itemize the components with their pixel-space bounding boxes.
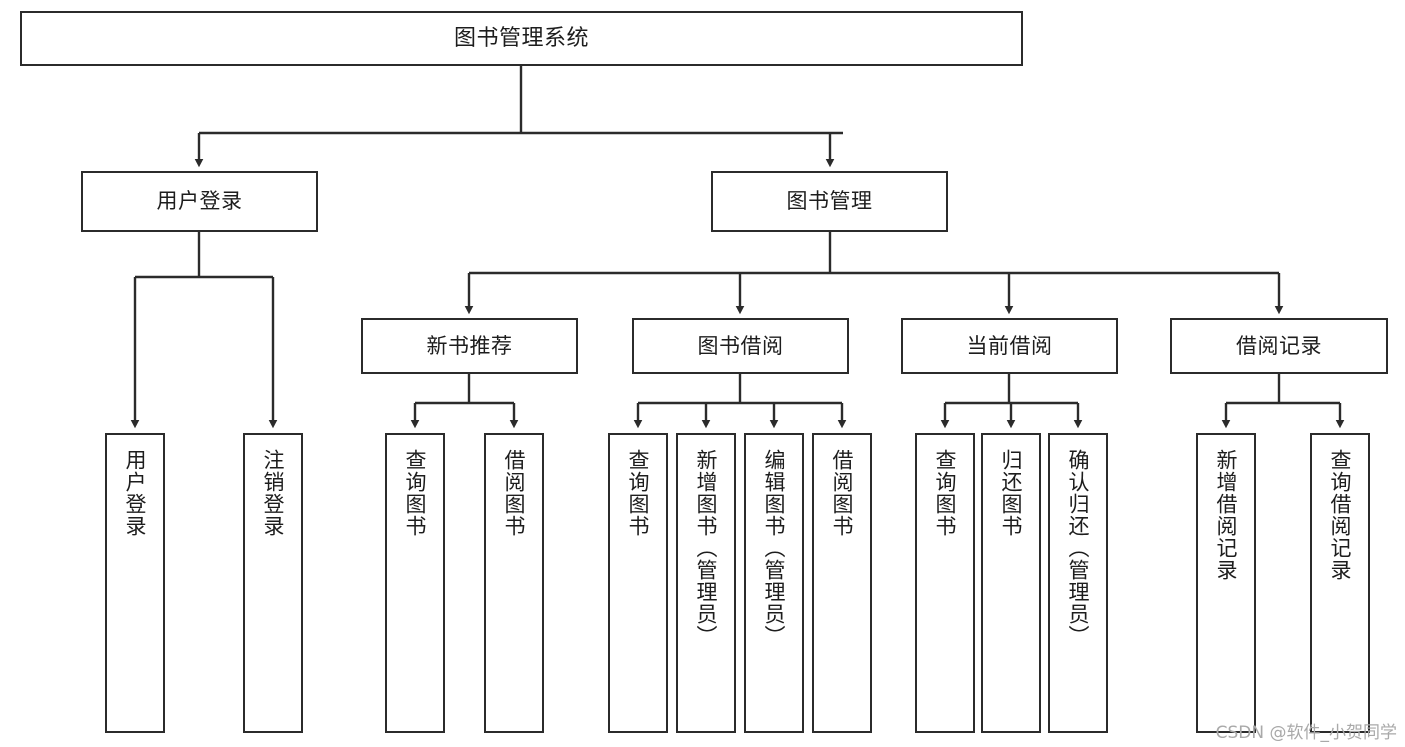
node-leaf-edit-book[interactable]: 编辑图书（管理员）: [744, 433, 804, 733]
node-leaf-query-book-current[interactable]: 查询图书: [915, 433, 975, 733]
node-leaf-return-book[interactable]: 归还图书: [981, 433, 1041, 733]
node-label: 新增借阅记录: [1214, 449, 1239, 581]
node-label: 查询图书: [626, 449, 651, 537]
node-book-borrowing[interactable]: 图书借阅: [632, 318, 849, 374]
node-label: 注销登录: [261, 449, 286, 537]
node-label: 查询图书: [933, 449, 958, 537]
node-leaf-user-login[interactable]: 用户登录: [105, 433, 165, 733]
node-label: 图书管理系统: [453, 25, 589, 51]
node-label: 借阅记录: [1236, 333, 1322, 358]
node-leaf-add-book[interactable]: 新增图书（管理员）: [676, 433, 736, 733]
node-leaf-query-borrow-record[interactable]: 查询借阅记录: [1310, 433, 1370, 733]
node-book-management[interactable]: 图书管理: [711, 171, 948, 232]
node-label: 当前借阅: [966, 333, 1053, 358]
node-leaf-query-book-borrowing[interactable]: 查询图书: [608, 433, 668, 733]
node-label: 图书借阅: [697, 333, 784, 358]
node-leaf-logout[interactable]: 注销登录: [243, 433, 303, 733]
node-leaf-add-borrow-record[interactable]: 新增借阅记录: [1196, 433, 1256, 733]
node-label: 查询图书: [403, 449, 428, 537]
node-root-book-management-system[interactable]: 图书管理系统: [20, 11, 1023, 66]
node-label: 编辑图书（管理员）: [762, 449, 787, 647]
node-label: 用户登录: [156, 189, 243, 214]
node-new-book-recommendation[interactable]: 新书推荐: [361, 318, 578, 374]
node-label: 用户登录: [123, 449, 148, 537]
node-borrowing-records[interactable]: 借阅记录: [1170, 318, 1388, 374]
node-leaf-query-book-recommendation[interactable]: 查询图书: [385, 433, 445, 733]
node-leaf-confirm-return[interactable]: 确认归还（管理员）: [1048, 433, 1108, 733]
node-current-borrowing[interactable]: 当前借阅: [901, 318, 1118, 374]
node-leaf-borrow-book[interactable]: 借阅图书: [812, 433, 872, 733]
node-label: 查询借阅记录: [1328, 449, 1353, 581]
node-label: 新增图书（管理员）: [694, 449, 719, 647]
node-label: 借阅图书: [830, 449, 855, 537]
node-user-login[interactable]: 用户登录: [81, 171, 318, 232]
watermark-text: CSDN @软件_小贺同学: [1215, 723, 1397, 743]
node-label: 归还图书: [999, 449, 1024, 537]
node-label: 借阅图书: [502, 449, 527, 537]
node-leaf-borrow-book-recommendation[interactable]: 借阅图书: [484, 433, 544, 733]
node-label: 新书推荐: [426, 333, 513, 358]
node-label: 确认归还（管理员）: [1066, 449, 1091, 647]
node-label: 图书管理: [786, 189, 873, 214]
